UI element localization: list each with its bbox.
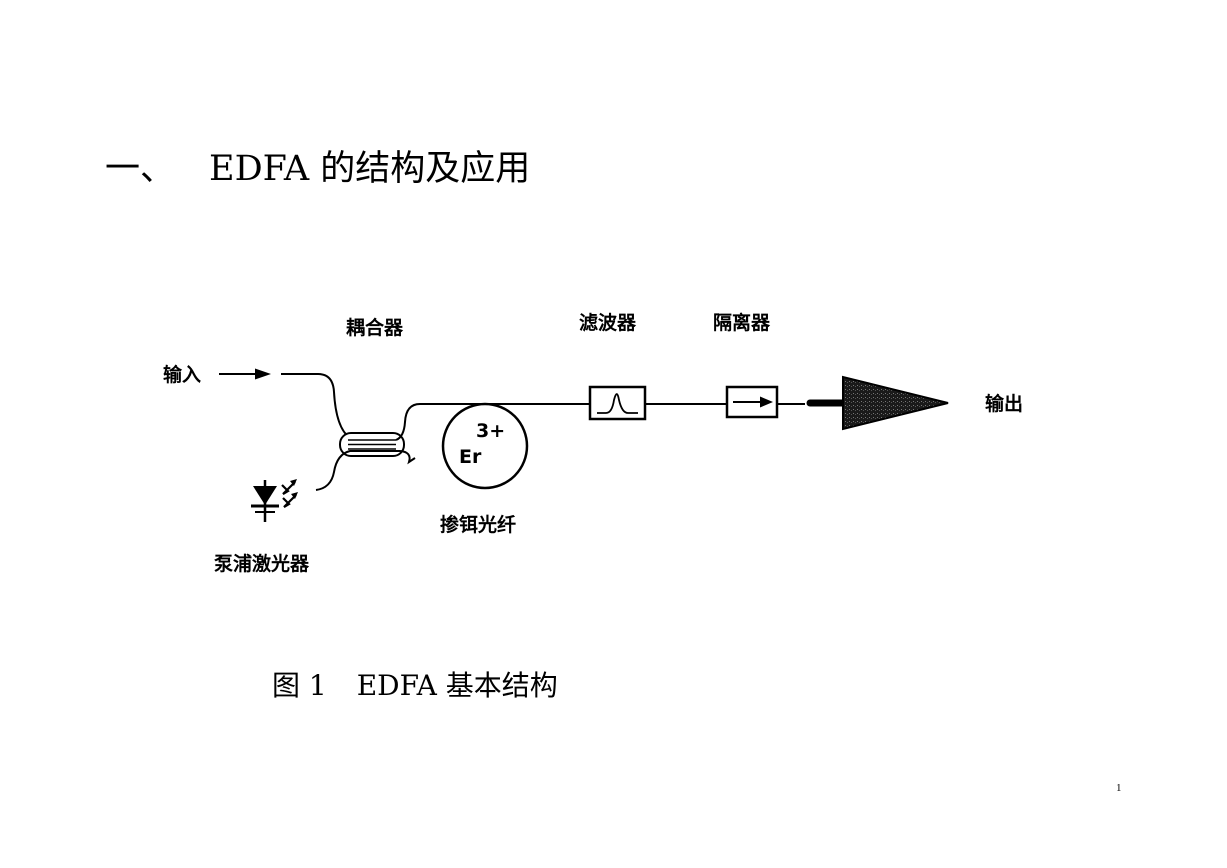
filter-label: 滤波器 bbox=[579, 311, 637, 334]
fiber-termination bbox=[399, 450, 416, 465]
output-label: 输出 bbox=[985, 392, 1023, 415]
input-fiber bbox=[281, 373, 400, 439]
erbium-charge-label: 3+ bbox=[476, 420, 505, 442]
filter bbox=[588, 385, 647, 421]
erbium-fiber-coil: 3+ Er bbox=[441, 402, 529, 490]
isolator-label: 隔离器 bbox=[713, 311, 771, 334]
isolator-arrow-icon bbox=[760, 396, 773, 408]
doped-fiber-label: 掺铒光纤 bbox=[440, 513, 516, 536]
input-arrow bbox=[219, 368, 271, 380]
erbium-symbol-label: Er bbox=[459, 446, 482, 468]
figure-number: 图 1 bbox=[272, 669, 327, 702]
page-number: 1 bbox=[1116, 782, 1122, 794]
pump-laser-label: 泵浦激光器 bbox=[214, 552, 310, 575]
filter-passband-curve bbox=[597, 393, 638, 414]
coupler-output-fiber bbox=[395, 403, 590, 441]
section-heading: 一、 EDFA 的结构及应用 bbox=[105, 152, 530, 187]
input-label: 输入 bbox=[163, 363, 201, 386]
isolator bbox=[725, 385, 779, 419]
output-cone-icon bbox=[842, 375, 949, 431]
coupler bbox=[339, 432, 405, 457]
figure-caption: 图 1 EDFA 基本结构 bbox=[272, 672, 558, 700]
pump-fiber bbox=[315, 450, 400, 491]
coupler-label: 耦合器 bbox=[346, 316, 404, 339]
figure-caption-text: EDFA 基本结构 bbox=[356, 669, 558, 702]
pump-laser-diode-icon bbox=[251, 479, 298, 522]
section-number: 一、 bbox=[105, 149, 176, 189]
section-title: EDFA 的结构及应用 bbox=[209, 149, 531, 189]
